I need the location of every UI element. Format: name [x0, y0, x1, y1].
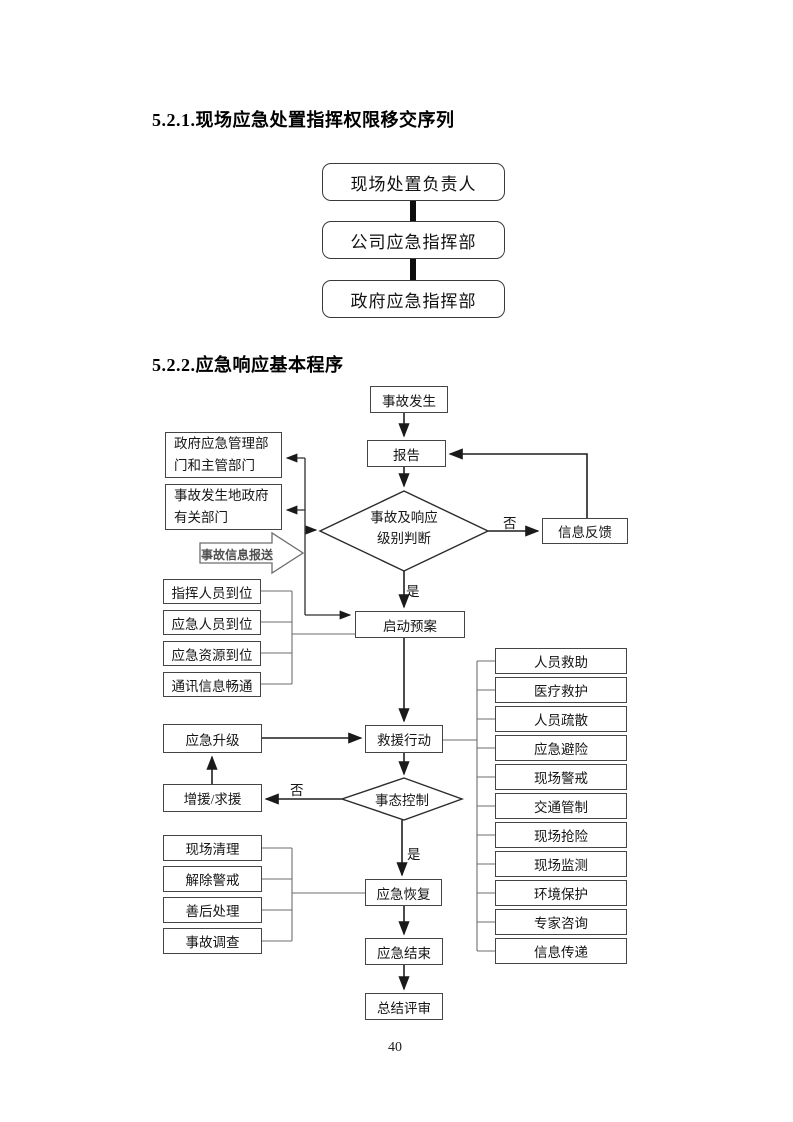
node-rescue-action: 救援行动	[365, 725, 443, 753]
node-action-evacuation: 人员疏散	[495, 706, 627, 732]
node-action-environment: 环境保护	[495, 880, 627, 906]
node-action-expert-consult: 专家咨询	[495, 909, 627, 935]
gov-local-line2: 有关部门	[174, 510, 228, 525]
node-summary-review: 总结评审	[365, 993, 443, 1020]
node-action-info-relay: 信息传递	[495, 938, 627, 964]
label-yes-1: 是	[406, 584, 420, 599]
gov-local-line1: 事故发生地政府	[174, 488, 269, 504]
info-submit-block-arrow	[199, 531, 305, 575]
gov-mgmt-line2: 门和主管部门	[174, 458, 255, 473]
node-action-personnel-rescue: 人员救助	[495, 648, 627, 674]
node-action-site-emergency: 现场抢险	[495, 822, 627, 848]
label-no-1: 否	[503, 516, 517, 531]
connector-bar-1	[410, 200, 416, 222]
page-number: 40	[388, 1040, 402, 1055]
readiness-group-bus	[261, 590, 355, 685]
decision-level-line1: 事故及响应	[370, 510, 438, 525]
decision-level-text: 事故及响应 级别判断	[344, 508, 464, 550]
node-cleanup-investigation: 事故调查	[163, 928, 262, 954]
node-info-feedback: 信息反馈	[542, 518, 628, 544]
arrow-feedback-to-report	[448, 448, 588, 518]
node-action-risk-avoidance: 应急避险	[495, 735, 627, 761]
node-emergency-end: 应急结束	[365, 938, 443, 965]
node-cleanup-lift-cordon: 解除警戒	[163, 866, 262, 892]
label-no-2: 否	[290, 783, 304, 798]
section2-title: 5.2.2.应急响应基本程序	[152, 355, 344, 375]
node-gov-management-dept: 政府应急管理部 门和主管部门	[165, 432, 282, 478]
decision-level-line2: 级别判断	[377, 530, 431, 546]
node-cleanup-aftermath: 善后处理	[163, 897, 262, 923]
node-accident-occurs: 事故发生	[370, 386, 448, 413]
node-readiness-command: 指挥人员到位	[163, 579, 261, 604]
actions-group-bus	[443, 660, 495, 952]
node-recovery: 应急恢复	[365, 879, 442, 906]
node-company-command: 公司应急指挥部	[322, 221, 505, 259]
node-action-traffic-control: 交通管制	[495, 793, 627, 819]
node-government-command: 政府应急指挥部	[322, 280, 505, 318]
node-activate-plan: 启动预案	[355, 611, 465, 638]
node-cleanup-site: 现场清理	[163, 835, 262, 861]
node-site-responder: 现场处置负责人	[322, 163, 505, 201]
node-action-site-cordon: 现场警戒	[495, 764, 627, 790]
node-report: 报告	[367, 440, 446, 467]
node-action-medical-aid: 医疗救护	[495, 677, 627, 703]
section1-title: 5.2.1.现场应急处置指挥权限移交序列	[152, 110, 455, 130]
node-action-site-monitoring: 现场监测	[495, 851, 627, 877]
connector-bar-2	[410, 258, 416, 281]
decision-diamond-situation-control	[339, 777, 465, 821]
cleanup-group-bus	[262, 847, 365, 942]
info-submit-label: 事故信息报送	[201, 548, 274, 562]
decision-control-text: 事态控制	[375, 793, 429, 808]
node-local-gov-dept: 事故发生地政府 有关部门	[165, 484, 282, 530]
node-readiness-comms: 通讯信息畅通	[163, 672, 261, 697]
gov-mgmt-line1: 政府应急管理部	[174, 436, 269, 452]
decision-diamond-level-judgment	[318, 490, 490, 572]
node-escalation: 应急升级	[163, 724, 262, 753]
node-reinforcement: 增援/求援	[163, 784, 262, 812]
label-yes-2: 是	[407, 847, 421, 862]
node-readiness-personnel: 应急人员到位	[163, 610, 261, 635]
node-readiness-resources: 应急资源到位	[163, 641, 261, 666]
